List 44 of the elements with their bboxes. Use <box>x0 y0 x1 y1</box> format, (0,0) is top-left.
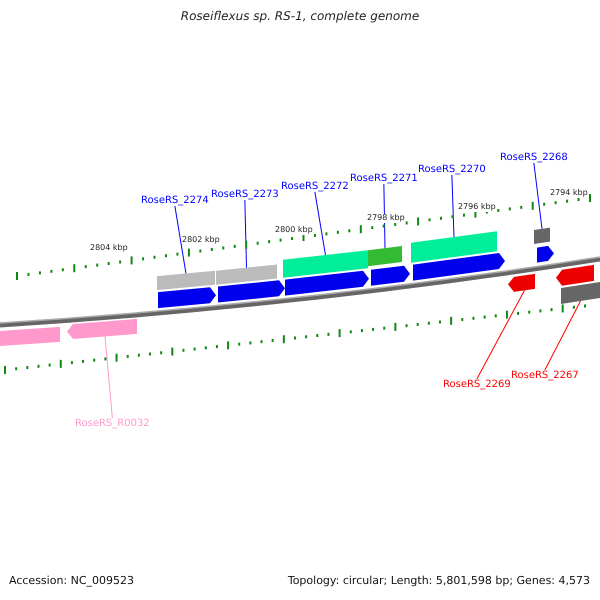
gene-label: RoseRS_2268 <box>500 152 568 163</box>
gene-block <box>556 264 594 286</box>
gene-bar <box>216 264 277 285</box>
leader-line <box>244 200 247 268</box>
leader-line <box>533 162 542 230</box>
gene-block <box>158 287 216 308</box>
gene-block <box>285 270 369 296</box>
gene-block <box>371 266 410 286</box>
gene-label: RoseRS_2271 <box>350 173 418 184</box>
leader-line <box>451 174 454 238</box>
gene-bar <box>157 270 215 290</box>
gene-bar <box>561 282 600 304</box>
leader-line <box>544 300 581 370</box>
gene-label: RoseRS_2269 <box>443 379 511 390</box>
gene-label: RoseRS_2270 <box>418 164 486 175</box>
scale-label: 2802 kbp <box>182 236 220 245</box>
scale-label: 2804 kbp <box>90 244 128 253</box>
gene-bar <box>0 326 60 346</box>
gene-block <box>67 318 137 339</box>
leader-line <box>174 206 186 274</box>
gene-label: RoseRS_2267 <box>511 370 579 381</box>
gene-label: RoseRS_2273 <box>211 189 279 200</box>
gene-label: RoseRS_2272 <box>281 181 349 192</box>
gene-block <box>413 253 505 281</box>
gene-bar <box>411 231 497 263</box>
gene-block <box>537 246 554 263</box>
genome-stats-text: Topology: circular; Length: 5,801,598 bp; Genes: 4,573 <box>288 575 590 588</box>
gene-block <box>508 274 535 292</box>
scale-label: 2796 kbp <box>458 203 496 212</box>
scale-label: 2794 kbp <box>550 189 588 198</box>
leader-line <box>383 184 386 249</box>
leader-line <box>314 192 326 256</box>
gene-label: RoseRS_2274 <box>141 195 209 206</box>
leader-line <box>476 290 525 380</box>
scale-label: 2800 kbp <box>275 226 313 235</box>
title: Roseiflexus sp. RS-1, complete genome <box>180 10 420 24</box>
leader-line <box>104 336 113 418</box>
gene-block <box>218 280 285 302</box>
gene-bar <box>283 250 368 278</box>
gene-label: RoseRS_R0032 <box>75 418 150 429</box>
scale-label: 2798 kbp <box>367 214 405 223</box>
gene-bar <box>368 246 402 266</box>
gene-bar <box>534 228 550 244</box>
accession-text: Accession: NC_009523 <box>9 575 134 588</box>
